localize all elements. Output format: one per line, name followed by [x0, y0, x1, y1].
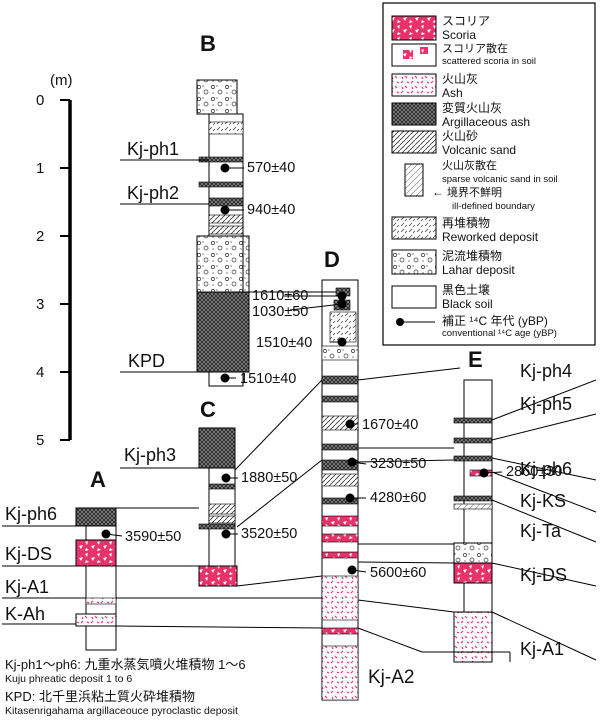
legend-reworked-ja: 再堆積物 [442, 216, 491, 230]
legend-scattered-en: scattered scoria in soil [442, 56, 536, 67]
column-c [198, 427, 238, 587]
age-label: 2860±30 [506, 464, 563, 480]
legend-c14-en: conventional ¹⁴C age (yBP) [442, 328, 557, 339]
scale-tick-1: 1 [36, 160, 45, 177]
legend-sparse-en: sparse volcanic sand in soil [442, 174, 558, 185]
unit-label: Kj-DS [5, 544, 53, 564]
column-e [453, 379, 493, 663]
unit-label: Kj-ph1 [127, 139, 180, 159]
footnote-line2: Kuju phreatic deposit 1 to 6 [5, 673, 133, 685]
column-d [321, 279, 359, 701]
age-label: 940±40 [247, 202, 296, 218]
age-markers [101, 163, 503, 575]
age-label: 1880±50 [241, 470, 298, 486]
legend [382, 2, 596, 346]
column-d-label: D [324, 247, 340, 272]
depth-scale [60, 99, 72, 441]
age-label: 570±40 [247, 160, 296, 176]
footnote-line1: Kj-ph1〜ph6: 九重水蒸気噴火堆積物 1〜6 [5, 657, 246, 672]
footnote-line3: KPD: 北千里浜粘土質火砕堆積物 [5, 689, 195, 704]
unit-label: Kj-DS [520, 565, 568, 585]
age-label: 4280±60 [370, 490, 427, 506]
legend-boundary-en: ill-defined boundary [452, 201, 535, 212]
age-label: 3230±50 [370, 456, 427, 472]
scale-tick-2: 2 [36, 228, 45, 245]
unit-label: Kj-A2 [368, 667, 415, 688]
unit-label: KPD [128, 351, 166, 371]
unit-label: Kj-KS [520, 491, 567, 511]
legend-boundary-ja: 境界不鮮明 [447, 187, 502, 199]
unit-label: Kj-ph3 [124, 445, 177, 465]
age-label: 5600±60 [370, 565, 427, 581]
scale-tick-5: 5 [36, 432, 45, 449]
legend-argash-en: Argillaceous ash [442, 115, 531, 129]
age-label: 1510±40 [240, 371, 297, 387]
column-b [196, 79, 250, 387]
legend-argash-ja: 変質火山灰 [442, 101, 503, 115]
legend-scattered-ja: スコリア散在 [442, 43, 508, 55]
legend-black-en: Black soil [442, 297, 493, 311]
legend-black-ja: 黒色土壌 [442, 283, 491, 297]
age-label: 3590±50 [125, 529, 182, 545]
unit-label: Kj-A1 [5, 577, 50, 597]
unit-label: Kj-ph5 [520, 394, 573, 414]
legend-vsand-ja: 火山砂 [442, 129, 479, 143]
legend-arrow: ← [432, 185, 444, 199]
legend-scoria-ja: スコリア [442, 14, 491, 28]
unit-label: Kj-ph6 [5, 504, 58, 524]
legend-c14-ja: 補正 ¹⁴C 年代 (yBP) [442, 314, 548, 328]
correlation-lines [2, 159, 597, 662]
column-a-label: A [90, 467, 106, 492]
unit-label: K-Ah [5, 604, 46, 624]
scale-unit: (m) [50, 72, 73, 89]
column-a [75, 507, 117, 651]
legend-scoria-en: Scoria [442, 28, 477, 42]
legend-ash-ja: 火山灰 [442, 72, 479, 86]
legend-sparse-ja: 火山灰散在 [442, 160, 497, 172]
unit-label: Kj-Ta [520, 521, 562, 541]
unit-label: Kj-A1 [520, 639, 565, 659]
age-label: 1030±50 [252, 304, 309, 320]
unit-label: Kj-ph4 [520, 361, 573, 381]
unit-label: Kj-ph2 [127, 183, 180, 203]
scale-tick-4: 4 [36, 364, 45, 381]
legend-reworked-en: Reworked deposit [442, 230, 539, 244]
legend-vsand-en: Volcanic sand [442, 143, 517, 157]
legend-lahar-en: Lahar deposit [442, 263, 515, 277]
age-label: 3520±50 [241, 526, 298, 542]
legend-lahar-ja: 泥流堆積物 [442, 249, 503, 263]
unit-label: Kj-ph6 [520, 459, 573, 479]
footnote-line4: Kitasenrigahama argillaceouce pyroclasti… [5, 705, 238, 717]
column-b-label: B [200, 31, 216, 56]
column-e-label: E [468, 347, 483, 372]
age-label: 1510±40 [256, 335, 313, 351]
scale-tick-3: 3 [36, 296, 45, 313]
age-label: 1610±60 [252, 288, 309, 304]
column-c-label: C [200, 397, 216, 422]
scale-tick-0: 0 [36, 92, 45, 109]
age-label: 1670±40 [362, 417, 419, 433]
legend-ash-en: Ash [442, 86, 463, 100]
